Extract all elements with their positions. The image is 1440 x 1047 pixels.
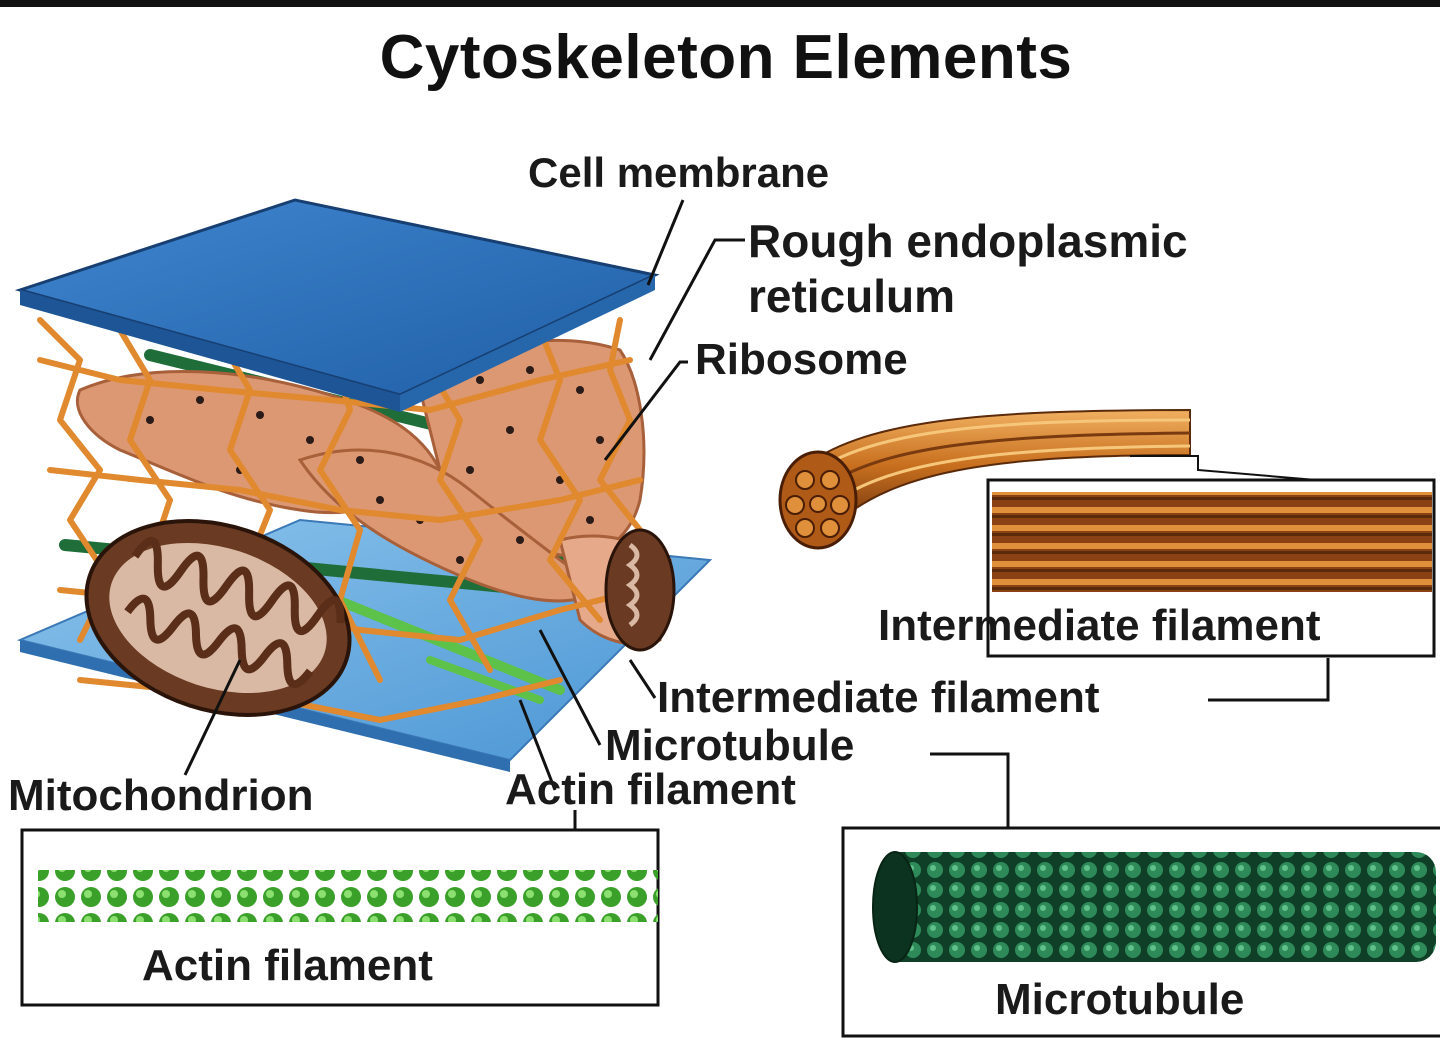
inset-caption-microtubule: Microtubule bbox=[995, 975, 1245, 1024]
upper-membrane bbox=[14, 198, 660, 412]
leader-lines bbox=[183, 199, 1330, 880]
label-microtubule: Microtubule bbox=[605, 721, 855, 770]
actin-filament-inset bbox=[20, 828, 660, 1007]
label-cell-membrane: Cell membrane bbox=[528, 149, 830, 196]
inset-caption-intermediate-filament: Intermediate filament bbox=[878, 601, 1321, 650]
label-intermediate-filament: Intermediate filament bbox=[657, 673, 1100, 722]
diagram-title: Cytoskeleton Elements bbox=[379, 23, 1073, 92]
label-actin-filament: Actin filament bbox=[505, 765, 796, 814]
microtubule-inset bbox=[841, 826, 1440, 1038]
intermediate-filament-tube bbox=[778, 408, 1341, 550]
label-mitochondrion: Mitochondrion bbox=[8, 771, 314, 820]
label-ribosome: Ribosome bbox=[695, 335, 908, 384]
top-border bbox=[0, 0, 1440, 7]
inset-caption-actin-filament: Actin filament bbox=[142, 941, 433, 990]
mitochondrion bbox=[84, 519, 676, 717]
intermediate-filament-inset bbox=[986, 478, 1436, 658]
label-rough-er: Rough endoplasmic reticulum bbox=[748, 215, 1188, 323]
